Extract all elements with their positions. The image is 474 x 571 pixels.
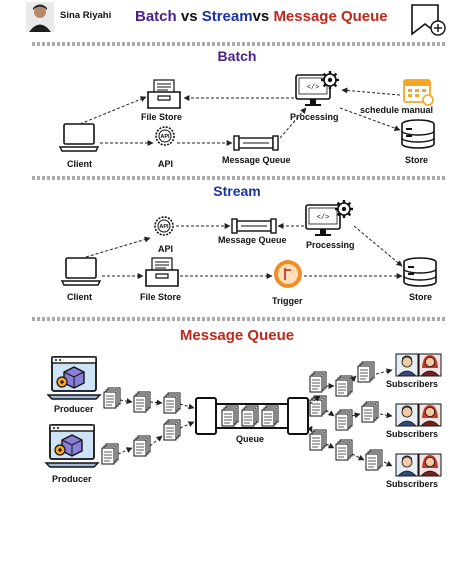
queue-pipe-icon xyxy=(195,397,309,435)
label-subscribers: Subscribers xyxy=(386,379,439,389)
api-icon xyxy=(154,216,174,236)
label-subscribers: Subscribers xyxy=(386,429,439,439)
subscribers-avatar-icon xyxy=(395,353,442,377)
label-api: API xyxy=(158,244,174,254)
calendar-icon xyxy=(403,79,434,106)
label-file-store: File Store xyxy=(141,112,183,122)
producer-document-stacks xyxy=(101,387,181,465)
label-producer: Producer xyxy=(52,474,92,484)
file-store-icon xyxy=(145,257,179,287)
title-stream: Stream xyxy=(201,8,253,25)
subscriber-document-stacks xyxy=(309,361,383,471)
title-vs-1: vs xyxy=(176,8,202,25)
subscribers-avatar-icon xyxy=(395,453,442,477)
label-client: Client xyxy=(67,292,93,302)
producer-monitor-icon xyxy=(47,356,101,400)
label-store: Store xyxy=(405,155,429,165)
avatar xyxy=(26,2,54,32)
client-laptop-icon xyxy=(61,257,101,286)
bookmark-add-icon[interactable] xyxy=(411,4,446,36)
client-laptop-icon xyxy=(59,123,99,152)
file-store-icon xyxy=(147,79,181,109)
label-message-queue: Message Queue xyxy=(222,155,291,165)
label-processing: Processing xyxy=(306,240,355,250)
label-trigger: Trigger xyxy=(272,296,303,306)
title-vs-2: vs xyxy=(252,8,274,25)
processing-icon xyxy=(305,204,341,237)
author-name: Sina Riyahi xyxy=(60,10,112,21)
page-title: Batch vs Streamvs Message Queue xyxy=(135,8,388,25)
label-store: Store xyxy=(409,292,433,302)
label-api: API xyxy=(158,159,174,169)
label-queue: Queue xyxy=(236,434,265,444)
api-icon xyxy=(155,126,175,146)
label-client: Client xyxy=(67,159,93,169)
label-schedule-manual: schedule manual xyxy=(360,105,434,115)
label-subscribers: Subscribers xyxy=(386,479,439,489)
label-producer: Producer xyxy=(54,404,94,414)
gear-icon xyxy=(333,198,355,220)
batch-arrows xyxy=(79,87,401,146)
label-file-store: File Store xyxy=(140,292,182,302)
section-dividers xyxy=(32,42,446,321)
producer-monitor-icon xyxy=(45,424,99,468)
section-title-stream: Stream xyxy=(213,183,261,199)
label-processing: Processing xyxy=(290,112,339,122)
title-mq: Message Queue xyxy=(273,8,388,25)
section-title-batch: Batch xyxy=(217,48,257,64)
store-db-icon xyxy=(401,119,435,149)
section-title-message-queue: Message Queue xyxy=(179,327,295,344)
label-message-queue: Message Queue xyxy=(218,235,287,245)
stream-arrows xyxy=(85,223,403,279)
trigger-icon xyxy=(274,260,302,288)
message-queue-pipe-icon xyxy=(233,135,279,151)
message-queue-pipe-icon xyxy=(231,218,277,234)
gear-icon xyxy=(319,69,341,91)
mq-arrows xyxy=(117,368,393,467)
subscribers-avatar-icon xyxy=(395,403,442,427)
store-db-icon xyxy=(403,257,437,287)
title-batch: Batch xyxy=(135,8,177,25)
